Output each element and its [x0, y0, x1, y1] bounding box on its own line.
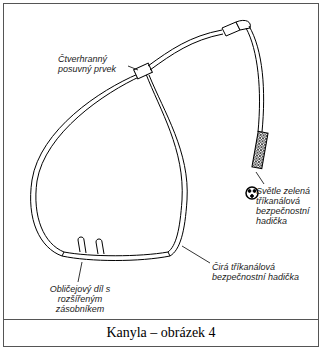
part-label: Světle zelená tříkanálová bezpečnostní h…	[256, 186, 318, 226]
part-label: Čirá tříkanálová bezpečnostní hadička	[212, 262, 312, 282]
figure-caption: Kanyla – obrázek 4	[0, 325, 322, 341]
part-label: Čtverhranný posuvný prvek	[58, 54, 128, 74]
part-label: Obličejový díl s rozšířeným zásobníkem	[38, 284, 122, 314]
